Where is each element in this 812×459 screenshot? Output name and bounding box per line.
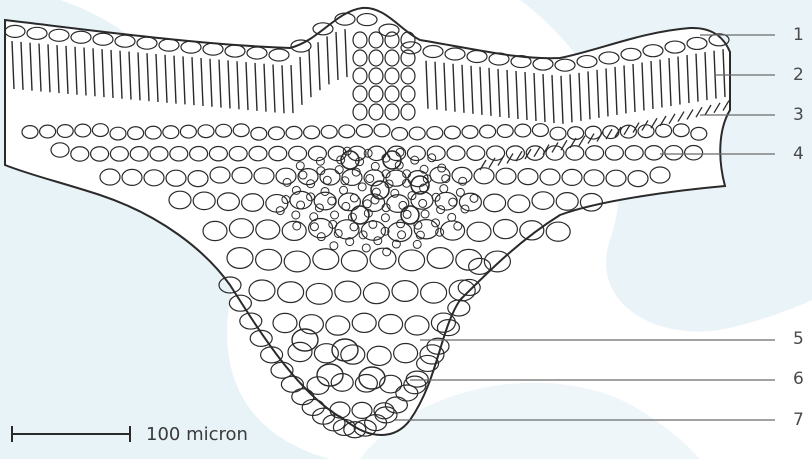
label-5: 5 — [793, 329, 804, 349]
label-3: 3 — [793, 105, 804, 125]
label-6: 6 — [793, 369, 804, 389]
parenchyma-cell — [546, 222, 570, 241]
lower-epidermis-cell — [292, 389, 314, 405]
scale-bar-label: 100 micron — [146, 424, 248, 445]
label-7: 7 — [793, 410, 804, 430]
label-4: 4 — [793, 144, 804, 164]
label-1: 1 — [793, 25, 804, 45]
label-2: 2 — [793, 65, 804, 85]
